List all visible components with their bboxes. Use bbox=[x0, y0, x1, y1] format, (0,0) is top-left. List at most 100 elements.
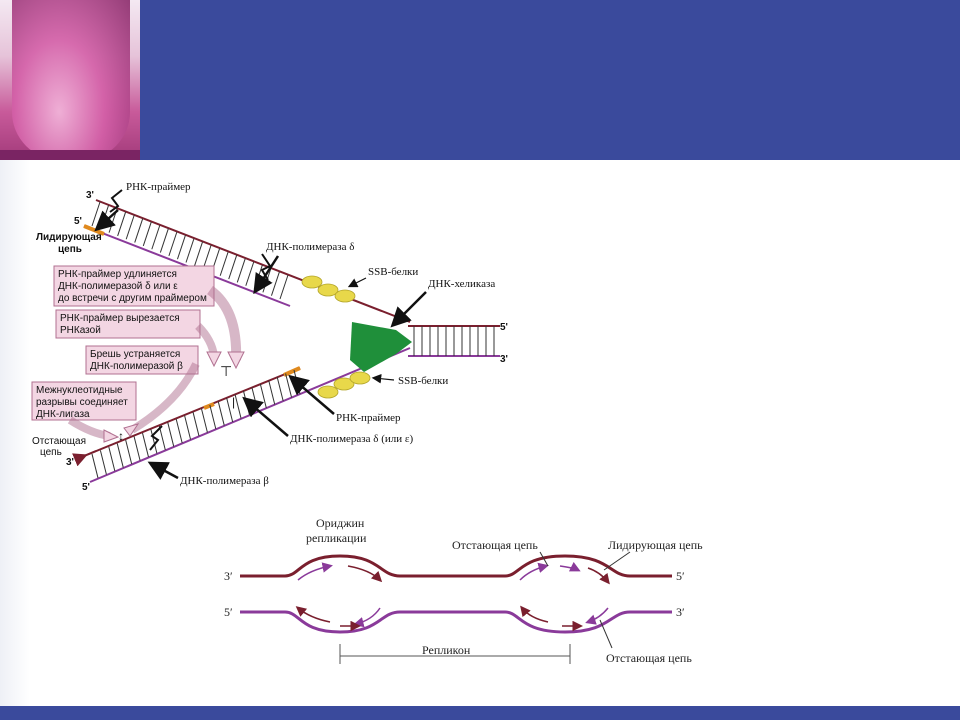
base-pair bbox=[209, 404, 217, 430]
base-pair bbox=[142, 221, 152, 247]
box4-line1: Межнуклеотидные bbox=[36, 385, 123, 396]
base-pair bbox=[270, 271, 280, 296]
ssb-top-label: SSB-белки bbox=[368, 266, 418, 278]
lagging-primer-1 bbox=[203, 402, 215, 410]
base-pair bbox=[245, 261, 255, 286]
base-pair bbox=[167, 422, 175, 447]
base-pair bbox=[268, 380, 276, 405]
content-background bbox=[0, 160, 960, 706]
base-pair bbox=[259, 383, 267, 409]
header-band bbox=[0, 0, 960, 160]
box3-line1: Брешь устраняется bbox=[90, 349, 180, 360]
base-pair bbox=[228, 254, 238, 280]
leading-top-label: Лидирующая цепь bbox=[608, 538, 703, 552]
dna-pol-beta-label: ДНК-полимераза β bbox=[180, 475, 269, 487]
helicase-shape bbox=[350, 322, 412, 372]
lagging-new-strand bbox=[83, 367, 301, 457]
lagging-end-5: 5' bbox=[82, 482, 90, 493]
box3-line2: ДНК-полимеразой β bbox=[90, 361, 183, 372]
flask-rim bbox=[0, 150, 140, 160]
leading-parent-strand bbox=[95, 199, 411, 323]
base-pair bbox=[175, 418, 183, 444]
left-top-end: 3′ bbox=[224, 569, 233, 583]
box2-line2: РНКазой bbox=[60, 325, 101, 336]
helicase-label: ДНК-хеликаза bbox=[428, 278, 495, 290]
callout-box-2: РНК-праймер вырезается РНКазой bbox=[55, 309, 222, 368]
left-bottom-end: 5′ bbox=[224, 605, 233, 619]
lagging-bottom-label: Отстающая цепь bbox=[606, 651, 692, 665]
base-pair bbox=[279, 274, 289, 300]
leading-strand-label-2: цепь bbox=[58, 244, 82, 255]
base-pair bbox=[116, 443, 124, 468]
base-pair bbox=[134, 218, 144, 243]
replication-bubbles-diagram: Ориджин репликации Отстающая цепь Лидиру… bbox=[224, 516, 703, 665]
base-pair bbox=[151, 225, 161, 250]
leading-strand-label-1: Лидирующая bbox=[36, 232, 102, 243]
lagging-strand-label-2: цепь bbox=[40, 447, 62, 458]
base-pair bbox=[176, 235, 186, 260]
base-pair bbox=[125, 215, 135, 240]
callout-box-1: РНК-праймер удлиняется ДНК-полимеразой δ… bbox=[53, 265, 245, 370]
box2-line1: РНК-праймер вырезается bbox=[60, 313, 180, 324]
top-strand bbox=[240, 554, 672, 578]
pointer-arrows bbox=[94, 209, 427, 480]
base-pair bbox=[219, 251, 229, 276]
base-pair bbox=[194, 241, 204, 266]
base-pair bbox=[202, 244, 212, 270]
lagging-strand-label-1: Отстающая bbox=[32, 436, 86, 447]
lagging-end-3: 3' bbox=[66, 457, 74, 468]
base-pair bbox=[226, 397, 234, 423]
duplex-base-pairs bbox=[413, 326, 495, 356]
base-pair bbox=[150, 429, 158, 454]
pol-beta-squiggle bbox=[149, 425, 163, 451]
base-pair bbox=[192, 411, 200, 437]
rna-primer-bottom-label: РНК-праймер bbox=[336, 412, 401, 424]
box1-line2: ДНК-полимеразой δ или ε bbox=[58, 281, 178, 292]
callout-box-4: Межнуклеотидные разрывы соединяет ДНК-ли… bbox=[31, 381, 137, 443]
leading-primer bbox=[83, 224, 105, 236]
callout-box-3: Брешь устраняется ДНК-полимеразой β bbox=[85, 345, 200, 437]
bottom-strand bbox=[240, 610, 672, 634]
lagging-top-label: Отстающая цепь bbox=[452, 538, 538, 552]
ligase-site-marker: ↕ bbox=[118, 429, 124, 443]
base-pair bbox=[200, 408, 208, 433]
flask-glass bbox=[12, 0, 130, 160]
base-pair bbox=[117, 211, 127, 237]
base-pair bbox=[91, 201, 101, 227]
dna-pol-delta-eps-label: ДНК-полимераза δ (или ε) bbox=[290, 433, 413, 445]
base-pair bbox=[158, 425, 166, 451]
base-pair bbox=[125, 439, 133, 465]
right-bottom-end: 3′ bbox=[676, 605, 685, 619]
base-pair bbox=[159, 228, 169, 253]
box4-line2: разрывы соединяет bbox=[36, 397, 128, 408]
box1-line1: РНК-праймер удлиняется bbox=[58, 269, 177, 280]
base-pair bbox=[234, 394, 242, 419]
base-pair bbox=[217, 401, 225, 426]
base-pair bbox=[133, 436, 141, 461]
dna-pol-delta-label: ДНК-полимераза δ bbox=[266, 241, 354, 253]
fork-end-3: 3' bbox=[500, 354, 508, 365]
origin-label-1: Ориджин bbox=[316, 516, 365, 530]
origin-label-2: репликации bbox=[306, 531, 367, 545]
base-pair bbox=[285, 373, 293, 398]
gap-marker-1: ⊤ bbox=[220, 363, 232, 379]
flask-photo bbox=[0, 0, 140, 160]
lagging-primer-2 bbox=[283, 366, 301, 377]
ssb-bottom-label: SSB-белки bbox=[398, 375, 448, 387]
base-pair bbox=[142, 432, 149, 458]
ssb-proteins-top bbox=[301, 275, 356, 303]
rna-primer-top-label: РНК-праймер bbox=[126, 181, 191, 193]
primer-squiggle bbox=[109, 189, 123, 213]
leading-end-5: 5' bbox=[74, 216, 82, 227]
base-pair bbox=[108, 446, 116, 472]
base-pair bbox=[168, 231, 178, 257]
box4-line3: ДНК-лигаза bbox=[36, 409, 90, 420]
base-pair bbox=[185, 238, 195, 263]
gap-marker-2: | bbox=[232, 395, 235, 409]
base-pair bbox=[91, 453, 99, 479]
box1-line3: до встречи с другим праймером bbox=[58, 293, 207, 304]
footer-band bbox=[0, 706, 960, 720]
base-pair bbox=[184, 415, 192, 440]
base-pair bbox=[276, 376, 284, 402]
